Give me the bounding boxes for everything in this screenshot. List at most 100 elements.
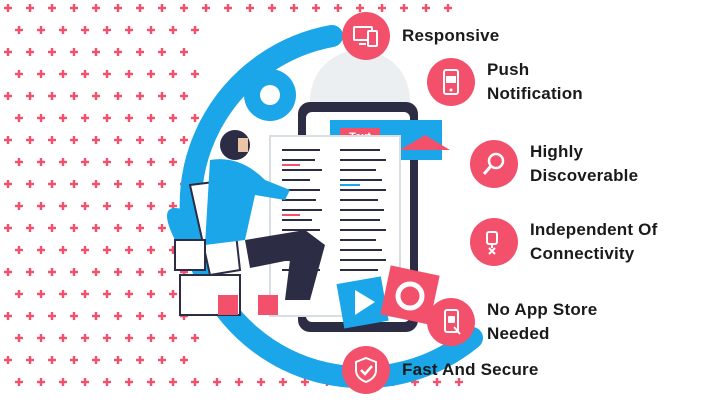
plus-mark	[356, 4, 364, 12]
plus-mark	[26, 92, 34, 100]
mobile-app-icon	[427, 298, 475, 346]
plus-mark	[169, 378, 177, 386]
plus-mark	[169, 202, 177, 210]
plus-mark	[125, 70, 133, 78]
unlocked-chain-icon	[470, 218, 518, 266]
plus-mark	[147, 114, 155, 122]
plus-mark	[81, 158, 89, 166]
plus-mark	[4, 180, 12, 188]
plus-mark	[4, 136, 12, 144]
plus-mark	[136, 180, 144, 188]
plus-mark	[334, 4, 342, 12]
plus-mark	[191, 378, 199, 386]
plus-mark	[70, 136, 78, 144]
plus-mark	[136, 356, 144, 364]
plus-mark	[48, 4, 56, 12]
plus-mark	[37, 70, 45, 78]
plus-mark	[37, 290, 45, 298]
plus-mark	[169, 70, 177, 78]
plus-mark	[136, 224, 144, 232]
plus-mark	[114, 224, 122, 232]
plus-mark	[37, 158, 45, 166]
plus-mark	[70, 224, 78, 232]
plus-mark	[169, 114, 177, 122]
plus-mark	[125, 334, 133, 342]
push-notification-icon	[427, 58, 475, 106]
plus-mark	[48, 356, 56, 364]
plus-mark	[4, 268, 12, 276]
plus-mark	[4, 312, 12, 320]
feature-label: No App Store Needed	[487, 298, 597, 346]
plus-mark	[103, 70, 111, 78]
plus-mark	[59, 158, 67, 166]
plus-mark	[4, 224, 12, 232]
plus-mark	[81, 70, 89, 78]
feature-fast-secure: Fast And Secure	[342, 346, 539, 394]
plus-mark	[26, 268, 34, 276]
plus-mark	[290, 4, 298, 12]
plus-mark	[70, 180, 78, 188]
plus-mark	[158, 48, 166, 56]
plus-mark	[147, 158, 155, 166]
plus-mark	[114, 312, 122, 320]
feature-label: Independent Of Connectivity	[530, 218, 657, 266]
plus-mark	[158, 136, 166, 144]
plus-mark	[147, 378, 155, 386]
plus-mark	[136, 312, 144, 320]
plus-mark	[26, 4, 34, 12]
plus-mark	[37, 378, 45, 386]
plus-mark	[158, 4, 166, 12]
plus-mark	[312, 4, 320, 12]
plus-mark	[422, 4, 430, 12]
plus-mark	[147, 26, 155, 34]
plus-mark	[125, 26, 133, 34]
plus-mark	[81, 378, 89, 386]
plus-mark	[59, 334, 67, 342]
plus-mark	[158, 92, 166, 100]
plus-mark	[48, 92, 56, 100]
plus-mark	[103, 26, 111, 34]
plus-mark	[103, 378, 111, 386]
plus-mark	[26, 312, 34, 320]
plus-mark	[37, 202, 45, 210]
plus-mark	[59, 70, 67, 78]
plus-mark	[48, 180, 56, 188]
plus-mark	[37, 246, 45, 254]
plus-mark	[235, 378, 243, 386]
plus-mark	[125, 246, 133, 254]
plus-mark	[400, 4, 408, 12]
feature-label-line: Connectivity	[530, 244, 635, 263]
plus-mark	[158, 312, 166, 320]
plus-mark	[81, 290, 89, 298]
plus-mark	[136, 4, 144, 12]
plus-mark	[433, 378, 441, 386]
plus-mark	[180, 136, 188, 144]
plus-mark	[169, 334, 177, 342]
plus-mark	[37, 26, 45, 34]
plus-mark	[4, 356, 12, 364]
plus-mark	[81, 334, 89, 342]
plus-mark	[26, 356, 34, 364]
feature-label-line: Fast And Secure	[402, 360, 539, 379]
plus-mark	[103, 158, 111, 166]
plus-mark	[15, 70, 23, 78]
plus-mark	[70, 48, 78, 56]
plus-mark	[114, 356, 122, 364]
plus-mark	[147, 70, 155, 78]
plus-mark	[114, 48, 122, 56]
plus-mark	[15, 290, 23, 298]
plus-mark	[257, 378, 265, 386]
plus-mark	[4, 48, 12, 56]
shield-check-icon	[342, 346, 390, 394]
plus-mark	[48, 224, 56, 232]
plus-mark	[180, 4, 188, 12]
plus-mark	[70, 312, 78, 320]
plus-mark	[4, 92, 12, 100]
plus-mark	[202, 4, 210, 12]
plus-mark	[147, 246, 155, 254]
feature-label-line: No App Store	[487, 300, 598, 319]
plus-mark	[92, 312, 100, 320]
plus-mark	[180, 48, 188, 56]
plus-mark	[180, 92, 188, 100]
plus-mark	[81, 26, 89, 34]
